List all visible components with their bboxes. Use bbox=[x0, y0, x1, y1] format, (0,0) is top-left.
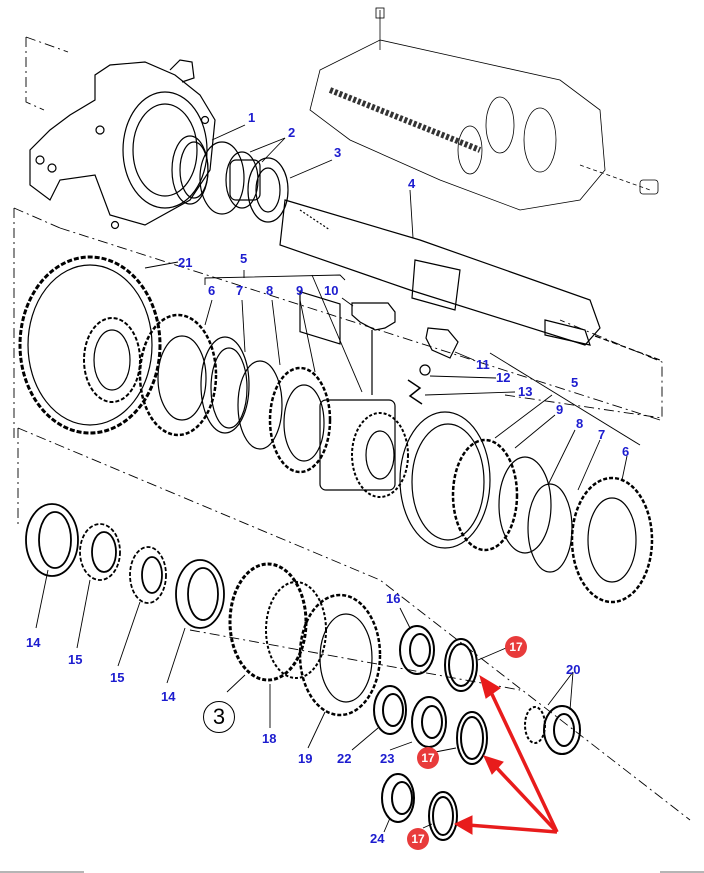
callout-6-right: 6 bbox=[622, 444, 630, 459]
assembled-transmission-thumbnail bbox=[309, 7, 659, 211]
small-parts-set bbox=[373, 625, 581, 841]
callout-14-left: 14 bbox=[26, 635, 41, 650]
callout-8-right: 8 bbox=[576, 416, 584, 431]
callout-11: 11 bbox=[476, 357, 490, 372]
front-bearing-set bbox=[171, 135, 289, 223]
callout-22: 22 bbox=[337, 751, 352, 766]
callout-18: 18 bbox=[262, 731, 277, 746]
gear-21 bbox=[18, 255, 162, 435]
main-shaft bbox=[279, 199, 661, 361]
callout-6-left: 6 bbox=[208, 283, 216, 298]
callout-15-left: 15 bbox=[68, 652, 83, 667]
callout-15-right: 15 bbox=[110, 670, 125, 685]
leader-lines bbox=[35, 124, 641, 833]
bottom-divider-right bbox=[660, 871, 704, 873]
gearbox-housing bbox=[29, 59, 216, 230]
callout-12: 12 bbox=[496, 370, 511, 385]
synchro-set-right bbox=[399, 411, 654, 604]
group-number-badge: 3 bbox=[203, 701, 235, 733]
gears-18-19 bbox=[228, 562, 382, 717]
callout-8-left: 8 bbox=[266, 283, 274, 298]
bottom-divider-left bbox=[0, 871, 84, 873]
callout-23: 23 bbox=[380, 751, 395, 766]
assembly-frame-lines bbox=[13, 36, 691, 821]
callout-5-top: 5 bbox=[240, 251, 248, 266]
highlight-badge-17-bottom: 17 bbox=[407, 828, 429, 850]
callout-16: 16 bbox=[386, 591, 401, 606]
callout-3: 3 bbox=[334, 145, 342, 160]
callout-24: 24 bbox=[370, 831, 385, 846]
highlight-badge-17-top: 17 bbox=[505, 636, 527, 658]
callout-10: 10 bbox=[324, 283, 339, 298]
callout-7-left: 7 bbox=[236, 283, 244, 298]
callout-1: 1 bbox=[248, 110, 256, 125]
callout-21: 21 bbox=[178, 255, 193, 270]
callout-14-right: 14 bbox=[161, 689, 176, 704]
callout-5-right: 5 bbox=[571, 375, 579, 390]
highlight-badge-17-middle: 17 bbox=[417, 747, 439, 769]
callout-13: 13 bbox=[518, 384, 533, 399]
tapered-bearings bbox=[25, 503, 225, 629]
synchro-hub bbox=[319, 302, 459, 498]
callout-19: 19 bbox=[298, 751, 313, 766]
callout-20: 20 bbox=[566, 662, 581, 677]
callout-4: 4 bbox=[408, 176, 416, 191]
callout-9-right: 9 bbox=[556, 402, 564, 417]
synchro-set-left bbox=[138, 313, 332, 474]
callout-2: 2 bbox=[288, 125, 296, 140]
callout-9-left: 9 bbox=[296, 283, 304, 298]
callout-7-right: 7 bbox=[598, 427, 606, 442]
highlight-arrows bbox=[453, 674, 559, 835]
